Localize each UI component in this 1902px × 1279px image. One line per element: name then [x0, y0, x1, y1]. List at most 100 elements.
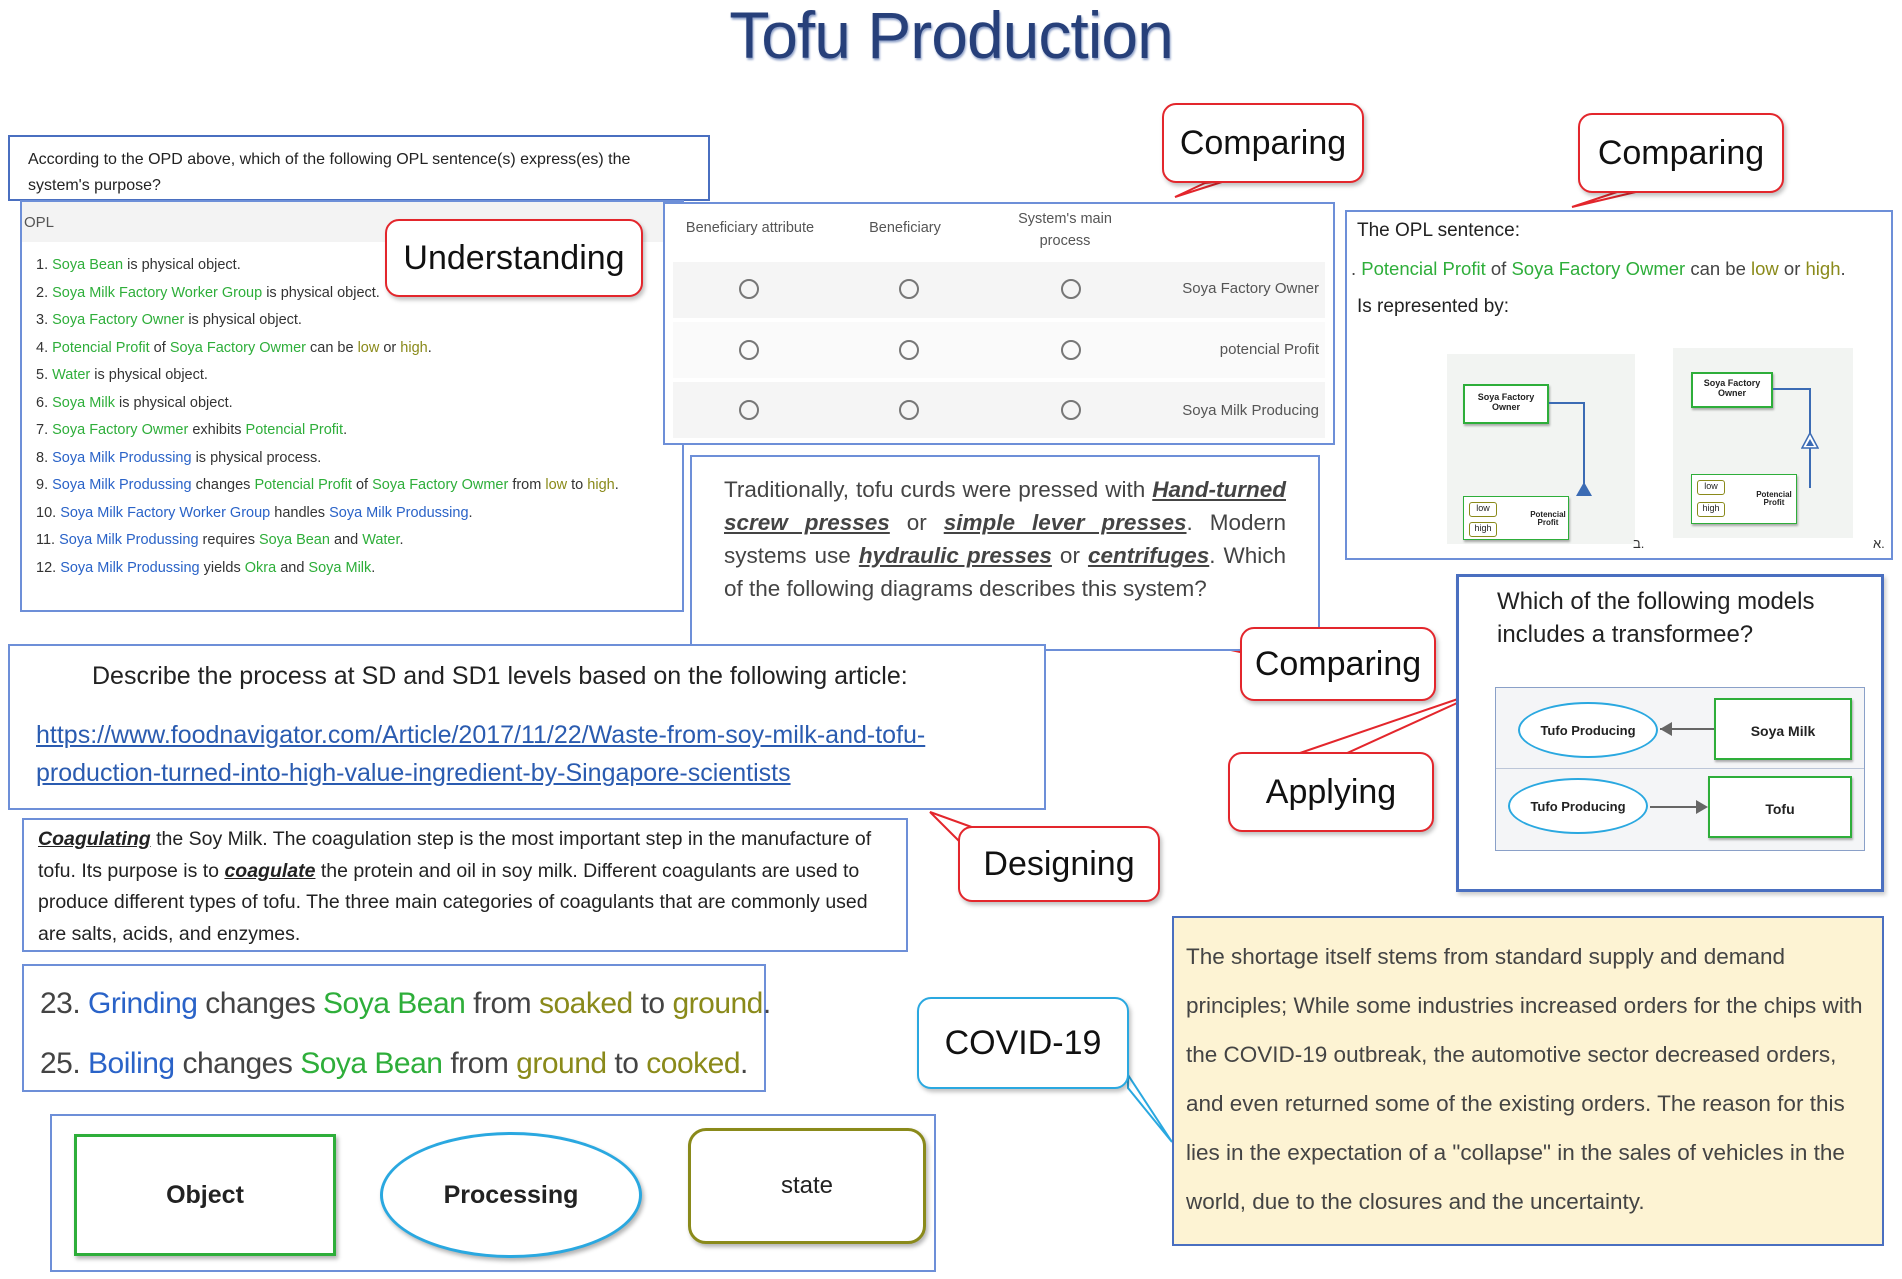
- opl-item-segment: can be: [305, 339, 358, 356]
- radio-r2-beneficiary[interactable]: [899, 340, 919, 360]
- legend-panel: Object Processing state: [50, 1114, 936, 1272]
- diagram-a[interactable]: Soya Factory Owner Potencial Profit low …: [1673, 348, 1853, 538]
- col-header-process: System's main process: [1018, 211, 1112, 249]
- opl-item-number: 8.: [36, 449, 53, 466]
- change-segment: Grinding: [88, 987, 198, 1020]
- change-segment: from: [465, 987, 539, 1020]
- opl-sentence-segment: can be: [1685, 258, 1752, 279]
- opl-item-segment: Soya Milk Produssing: [52, 449, 192, 466]
- opl-item-segment: of: [149, 339, 170, 356]
- opl-item-segment: is physical object.: [114, 394, 233, 411]
- opl-list: 1. Soya Bean is physical object. 2. Soya …: [36, 252, 676, 582]
- opl-item-segment: .: [614, 477, 619, 493]
- radio-r3-attribute[interactable]: [739, 400, 759, 420]
- opl-item: 12. Soya Milk Produssing yields Okra and…: [36, 555, 676, 583]
- opl-item-segment: from: [508, 477, 546, 493]
- change-segment: changes: [197, 987, 324, 1020]
- opl-item-segment: Soya Milk: [52, 394, 115, 411]
- opl-sentence-segment: .: [1351, 258, 1362, 279]
- row-label-1: Soya Factory Owner: [1182, 280, 1319, 297]
- changes-list: 23. Grinding changes Soya Bean from soak…: [40, 974, 771, 1094]
- radio-r3-beneficiary[interactable]: [899, 400, 919, 420]
- article-link-line1[interactable]: https://www.foodnavigator.com/Article/20…: [36, 721, 926, 749]
- opl-item-segment: Soya Milk Factory Worker Group: [52, 284, 263, 301]
- tofu-underline-4: centrifuges: [1087, 543, 1210, 568]
- change-segment: 25.: [40, 1047, 89, 1080]
- tofu-text-4: or: [1051, 543, 1088, 568]
- col-header-attribute: Beneficiary attribute: [685, 220, 815, 236]
- opl-sentence-segment: .: [1840, 258, 1846, 279]
- opl-item-segment: .: [371, 559, 376, 576]
- opl-item-segment: requires: [198, 532, 259, 548]
- opl-item-segment: exhibits: [188, 422, 246, 438]
- opl-item-segment: Soya Bean: [258, 532, 330, 548]
- row1-object[interactable]: Soya Milk: [1714, 698, 1852, 760]
- diagram-a-exhibition-icon: [1801, 432, 1819, 449]
- radio-r1-beneficiary[interactable]: [899, 279, 919, 299]
- page-title: Tofu Production: [729, 0, 1174, 72]
- opl-item: 1. Soya Bean is physical object.: [36, 252, 676, 280]
- opl-sentence-label: The OPL sentence:: [1357, 220, 1521, 241]
- opl-item-segment: Potencial Profit: [52, 339, 150, 356]
- diagram-b-high: high: [1469, 522, 1497, 537]
- opl-item-segment: Soya Factory Owmer: [169, 339, 306, 356]
- radio-r2-process[interactable]: [1061, 340, 1081, 360]
- opl-sentence-segment: Soya Factory Owmer: [1511, 258, 1686, 279]
- change-segment: cooked: [646, 1047, 741, 1080]
- opl-item-segment: of: [351, 477, 373, 493]
- opl-sentence-segment: or: [1778, 258, 1806, 279]
- row1-process[interactable]: Tufo Producing: [1518, 702, 1658, 758]
- opl-sentence-segment: Potencial Profit: [1361, 258, 1486, 279]
- radio-r3-process[interactable]: [1061, 400, 1081, 420]
- row2-object[interactable]: Tofu: [1708, 776, 1852, 838]
- radio-r1-process[interactable]: [1061, 279, 1081, 299]
- row2-process[interactable]: Tufo Producing: [1508, 778, 1648, 834]
- represented-by-label: Is represented by:: [1357, 296, 1510, 317]
- opl-item-segment: .: [468, 504, 473, 521]
- diagram-b-owner: Soya Factory Owner: [1463, 384, 1549, 424]
- opl-item-segment: Soya Milk Produssing: [329, 504, 469, 521]
- opl-sentence: . Potencial Profit of Soya Factory Owmer…: [1351, 258, 1846, 280]
- diagram-b[interactable]: Soya Factory Owner Potencial Profit low …: [1447, 354, 1635, 544]
- change-line: 23. Grinding changes Soya Bean from soak…: [40, 974, 771, 1034]
- opl-item-segment: is physical process.: [191, 449, 322, 466]
- opl-item-segment: is physical object.: [90, 367, 208, 383]
- change-segment: Soya Bean: [323, 987, 466, 1020]
- diagram-a-high: high: [1697, 502, 1725, 517]
- diagram-a-profit: Potencial Profit: [1756, 490, 1792, 507]
- article-link-line2[interactable]: production-turned-into-high-value-ingred…: [36, 759, 791, 787]
- callout-designing: Designing: [958, 826, 1160, 902]
- opl-item: 11. Soya Milk Produssing requires Soya B…: [36, 527, 676, 555]
- beneficiary-table: Beneficiary attribute Beneficiary System…: [663, 202, 1335, 445]
- opl-item-number: 6.: [36, 394, 53, 411]
- tofu-underline-1: Hand-turned screw presses: [724, 477, 1286, 535]
- row-label-2: potencial Profit: [1219, 341, 1319, 358]
- radio-r2-attribute[interactable]: [739, 340, 759, 360]
- coagulating-text-1: the Soy Milk. The coagulation step is th…: [38, 828, 872, 882]
- opl-item-segment: high: [587, 477, 615, 493]
- change-line: 25. Boiling changes Soya Bean from groun…: [40, 1034, 771, 1094]
- callout-comparing-3: Comparing: [1240, 627, 1436, 701]
- opl-item-segment: Soya Factory Owmer: [52, 422, 189, 438]
- opl-item-segment: .: [427, 339, 432, 356]
- opl-representation-panel: The OPL sentence: . Potencial Profit of …: [1345, 210, 1893, 560]
- opl-item-number: 5.: [36, 367, 53, 383]
- radio-r1-attribute[interactable]: [739, 279, 759, 299]
- change-segment: Soya Bean: [300, 1047, 443, 1080]
- opl-item-segment: and: [276, 559, 309, 576]
- tofu-text-3: . Modern systems use: [724, 510, 1286, 568]
- opl-item: 9. Soya Milk Produssing changes Potencia…: [36, 472, 676, 500]
- callout-applying: Applying: [1228, 752, 1434, 832]
- opl-item-segment: handles: [270, 504, 330, 521]
- transformee-models: Tufo Producing Soya Milk Tufo Producing …: [1495, 687, 1865, 851]
- article-link[interactable]: https://www.foodnavigator.com/Article/20…: [36, 716, 925, 792]
- change-segment: 23.: [40, 987, 89, 1020]
- opl-item-number: 4.: [36, 339, 53, 356]
- opl-item-segment: is physical object.: [123, 257, 241, 273]
- opl-item-number: 2.: [36, 284, 53, 301]
- callout-covid: COVID-19: [917, 997, 1129, 1089]
- opl-item-segment: or: [379, 339, 401, 356]
- coagulate-word: coagulate: [224, 859, 316, 882]
- change-segment: to: [606, 1047, 647, 1080]
- col-header-beneficiary: Beneficiary: [869, 220, 941, 236]
